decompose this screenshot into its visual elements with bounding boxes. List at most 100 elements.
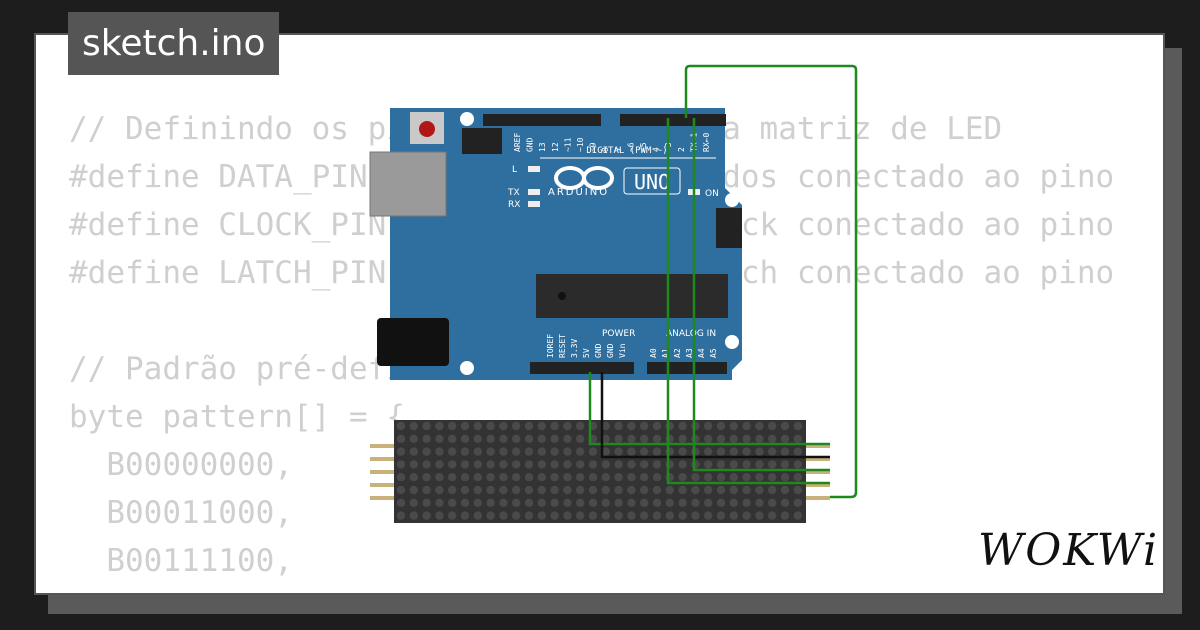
matrix-led <box>742 473 751 482</box>
brand-text: ARDUINO <box>548 187 609 198</box>
matrix-led <box>704 447 713 456</box>
pin-label: A4 <box>697 348 706 358</box>
code-line: B00111100, <box>69 543 293 579</box>
matrix-led <box>499 473 508 482</box>
matrix-led <box>396 460 406 469</box>
matrix-led <box>473 511 482 520</box>
matrix-led <box>678 485 687 495</box>
matrix-led <box>652 460 662 469</box>
matrix-led <box>652 447 662 456</box>
matrix-led <box>524 511 534 520</box>
matrix-led <box>729 421 738 431</box>
matrix-led <box>704 485 713 495</box>
matrix-led <box>550 460 559 469</box>
matrix-led <box>716 485 726 495</box>
matrix-led <box>691 460 700 469</box>
code-line: B01111110, <box>69 585 1114 593</box>
pin-label: ~5 <box>639 142 648 152</box>
matrix-led <box>576 473 585 482</box>
matrix-led <box>550 498 559 507</box>
matrix-led <box>588 498 598 507</box>
matrix-led <box>665 511 674 520</box>
mount-hole <box>725 193 739 207</box>
wire-5v <box>588 372 830 446</box>
matrix-led <box>550 485 559 495</box>
matrix-led <box>537 498 546 507</box>
matrix-led <box>601 485 610 495</box>
pin-label: 3.3V <box>570 339 579 358</box>
matrix-led <box>588 511 598 520</box>
matrix-led <box>627 421 636 431</box>
matrix-led <box>409 421 418 431</box>
matrix-led <box>742 460 751 469</box>
matrix-led <box>716 473 726 482</box>
matrix-led <box>640 460 649 469</box>
matrix-led <box>473 460 482 469</box>
matrix-led <box>448 485 457 495</box>
matrix-led <box>563 498 572 507</box>
matrix-led <box>499 485 508 495</box>
matrix-led <box>563 511 572 520</box>
arduino-logo-icon <box>554 166 614 190</box>
matrix-led <box>780 473 790 482</box>
pin-label: 2 <box>677 147 686 152</box>
matrix-led <box>486 485 495 495</box>
matrix-led <box>793 498 802 507</box>
matrix-led <box>460 421 470 431</box>
matrix-led <box>524 485 534 495</box>
led-matrix[interactable] <box>370 420 830 523</box>
matrix-led <box>793 460 802 469</box>
wire-clock <box>666 118 830 485</box>
arduino-uno-board[interactable]: DIGITAL (PWM ~) ARDUINO UNO L TX RX ON P… <box>369 108 742 380</box>
matrix-led <box>691 434 700 443</box>
matrix-led <box>537 485 546 495</box>
pin-label: 8 <box>601 147 610 152</box>
pin-label: A1 <box>661 348 670 358</box>
matrix-led <box>409 498 418 507</box>
pin-label: 12 <box>551 142 560 152</box>
matrix-led <box>768 511 777 520</box>
matrix-led <box>524 421 534 431</box>
matrix-led <box>678 447 687 456</box>
matrix-led <box>460 434 470 443</box>
matrix-led <box>601 421 610 431</box>
pin-label: A5 <box>709 348 718 358</box>
matrix-led <box>537 473 546 482</box>
matrix-led <box>768 434 777 443</box>
matrix-led <box>396 447 406 456</box>
matrix-led <box>486 421 495 431</box>
matrix-led <box>780 460 790 469</box>
matrix-led <box>576 460 585 469</box>
matrix-led <box>678 421 687 431</box>
digital-header <box>483 114 601 126</box>
pin-label: GND <box>526 137 535 152</box>
matrix-led <box>640 447 649 456</box>
matrix-led <box>550 511 559 520</box>
matrix-led <box>524 434 534 443</box>
matrix-led <box>473 447 482 456</box>
matrix-led <box>409 447 418 456</box>
matrix-led <box>652 511 662 520</box>
matrix-led <box>793 511 802 520</box>
matrix-led <box>422 434 431 443</box>
matrix-led <box>537 511 546 520</box>
matrix-led <box>601 434 610 443</box>
code-line: byte pattern[] = { <box>69 399 405 435</box>
matrix-led <box>793 421 802 431</box>
matrix-led <box>486 473 495 482</box>
file-name-tab[interactable]: sketch.ino <box>68 12 280 75</box>
matrix-led <box>576 447 585 456</box>
matrix-led <box>601 498 610 507</box>
matrix-led <box>704 434 713 443</box>
matrix-led <box>435 511 444 520</box>
matrix-led <box>460 460 470 469</box>
matrix-led <box>716 434 726 443</box>
matrix-led <box>448 421 457 431</box>
matrix-led <box>512 485 521 495</box>
pin-label: AREF <box>513 133 522 152</box>
matrix-pins <box>370 444 830 500</box>
matrix-led <box>486 498 495 507</box>
matrix-led <box>729 473 738 482</box>
power-label: POWER <box>602 329 635 339</box>
l-led <box>528 166 540 172</box>
